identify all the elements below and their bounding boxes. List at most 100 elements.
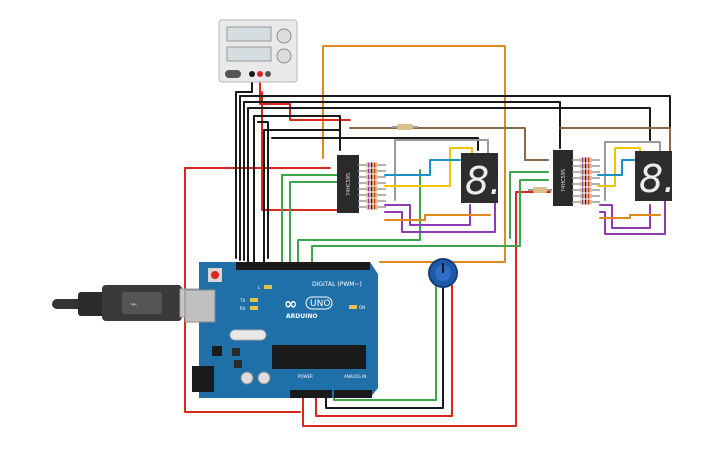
- sr2-label: 74HC595: [561, 169, 567, 192]
- resistor-band: [585, 175, 587, 181]
- wire-green-4: [311, 179, 549, 263]
- shift-register-1[interactable]: 74HC595: [337, 155, 359, 213]
- resistor-band: [585, 199, 587, 205]
- wire-red-pot: [315, 284, 453, 417]
- wire-black-8: [271, 137, 479, 151]
- resistor-band: [588, 163, 590, 169]
- l-label: L: [258, 285, 261, 290]
- resistor-band: [368, 198, 370, 204]
- resistor-band: [588, 199, 590, 205]
- uno-label: UNO: [310, 299, 330, 309]
- wire-yellow-1: [384, 147, 473, 187]
- wire-black-7: [263, 129, 341, 151]
- wire-red-mid: [261, 91, 341, 211]
- resistor-band: [582, 157, 584, 163]
- resistor-band: [582, 175, 584, 181]
- wire-blue-2: [597, 159, 641, 176]
- digital-label: DIGITAL (PWM~): [312, 281, 362, 288]
- resistor-band: [374, 168, 376, 174]
- wire-green-5: [509, 171, 549, 239]
- resistor-band: [582, 199, 584, 205]
- resistor-band: [371, 168, 373, 174]
- resistor-band: [588, 157, 590, 163]
- resistor-top-1[interactable]: [392, 124, 418, 130]
- resistor-bank-2: [572, 157, 600, 205]
- resistor-band: [582, 181, 584, 187]
- resistor-bank-1: [358, 162, 386, 210]
- resistor-band: [371, 186, 373, 192]
- wire-orange-2: [384, 214, 491, 221]
- resistor-band: [588, 169, 590, 175]
- resistor-band: [582, 163, 584, 169]
- resistor-band: [585, 193, 587, 199]
- wire-green-1: [281, 174, 341, 263]
- power-label: POWER: [298, 374, 313, 379]
- resistor-band: [374, 174, 376, 180]
- resistor-band: [588, 181, 590, 187]
- on-label: ON: [359, 305, 365, 310]
- resistor-band: [368, 180, 370, 186]
- resistor-band: [585, 163, 587, 169]
- resistor-band: [368, 162, 370, 168]
- resistor-band: [585, 157, 587, 163]
- usb-cable: ⌁: [52, 285, 207, 321]
- resistor-band: [374, 180, 376, 186]
- arduino-logo-icon: ∞: [284, 294, 297, 313]
- resistor-band: [585, 181, 587, 187]
- shift-register-2[interactable]: 74HC595: [553, 150, 573, 206]
- resistor-band: [371, 162, 373, 168]
- resistor-band: [374, 204, 376, 210]
- seven-segment-display-1[interactable]: 8.: [461, 153, 501, 203]
- wire-black-3: [243, 101, 561, 149]
- wire-purple-3: [599, 204, 651, 229]
- resistor-band: [588, 193, 590, 199]
- wire-blue-1: [384, 159, 461, 176]
- resistor-band: [374, 162, 376, 168]
- brand-label: ARDUINO: [286, 313, 317, 320]
- resistor-band: [371, 192, 373, 198]
- resistor-band: [374, 186, 376, 192]
- resistor-top-2[interactable]: [528, 187, 552, 193]
- resistor-band: [582, 193, 584, 199]
- display2-digit: 8.: [639, 157, 675, 201]
- arduino-uno[interactable]: DIGITAL (PWM~) ∞ UNO ARDUINO TX RX L ON …: [184, 262, 378, 398]
- wire-brown-2: [559, 127, 671, 153]
- resistor-band: [368, 204, 370, 210]
- wire-black-1: [235, 73, 253, 259]
- wire-red-main: [259, 74, 351, 121]
- wire-gray-1: [394, 139, 489, 201]
- wire-purple-1: [384, 204, 471, 226]
- resistor-band: [371, 180, 373, 186]
- wire-orange-3: [599, 214, 661, 219]
- analog-label: ANALOG IN: [344, 374, 366, 379]
- resistor-band: [582, 169, 584, 175]
- power-supply[interactable]: [218, 19, 298, 83]
- wire-red-bottom: [302, 191, 551, 427]
- resistor-band: [585, 169, 587, 175]
- wire-black-2: [239, 95, 671, 133]
- rx-label: RX: [240, 306, 246, 311]
- usb-icon: ⌁: [130, 297, 137, 311]
- sr1-label: 74HC595: [346, 173, 352, 196]
- wire-green-3: [297, 169, 421, 263]
- wire-purple-4: [599, 199, 666, 235]
- resistor-band: [371, 204, 373, 210]
- wire-black-pot: [325, 287, 444, 409]
- potentiometer[interactable]: [428, 258, 458, 288]
- wire-brown: [349, 127, 549, 161]
- wire-black-6: [257, 121, 269, 259]
- tx-label: TX: [239, 298, 245, 303]
- wires: [184, 45, 671, 427]
- resistor-band: [585, 187, 587, 193]
- resistor-band: [588, 187, 590, 193]
- resistor-band: [582, 187, 584, 193]
- wire-orange: [322, 45, 506, 263]
- resistor-band: [371, 198, 373, 204]
- seven-segment-display-2[interactable]: 8.: [635, 151, 675, 201]
- resistor-band: [368, 192, 370, 198]
- wire-black-4: [247, 107, 651, 141]
- resistor-band: [368, 168, 370, 174]
- resistor-band: [368, 186, 370, 192]
- resistor-band: [374, 198, 376, 204]
